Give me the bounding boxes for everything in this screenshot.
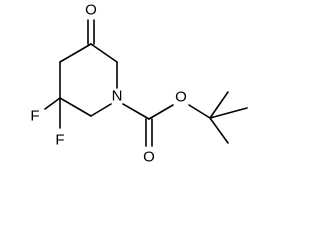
- bond-c6-c5: [90, 43, 118, 63]
- bond-c2-n1: [90, 103, 112, 117]
- bond-n1-ccarbamate: [122, 103, 150, 120]
- bond-oester-cquat: [188, 104, 211, 119]
- nitrogen-label: N: [112, 88, 123, 105]
- bond-cquat-methyl-up: [209, 91, 229, 119]
- bond-cquat-methyl-down: [209, 117, 229, 144]
- bond-cquat-methyl-right: [209, 107, 248, 119]
- bond-c3-f1: [44, 97, 61, 110]
- bond-c3-c2: [59, 97, 92, 117]
- ketone-oxygen-label: O: [85, 2, 97, 19]
- bond-ccarbamate-oester: [148, 104, 174, 120]
- fluorine-label-2: F: [55, 132, 64, 149]
- fluorine-label-1: F: [30, 108, 39, 125]
- carbonyl-oxygen-label: O: [143, 149, 155, 166]
- bond-c5-c4: [59, 43, 92, 63]
- ester-oxygen-label: O: [175, 89, 187, 106]
- molecule-structure-drawing: O F F N O O: [30, 2, 248, 166]
